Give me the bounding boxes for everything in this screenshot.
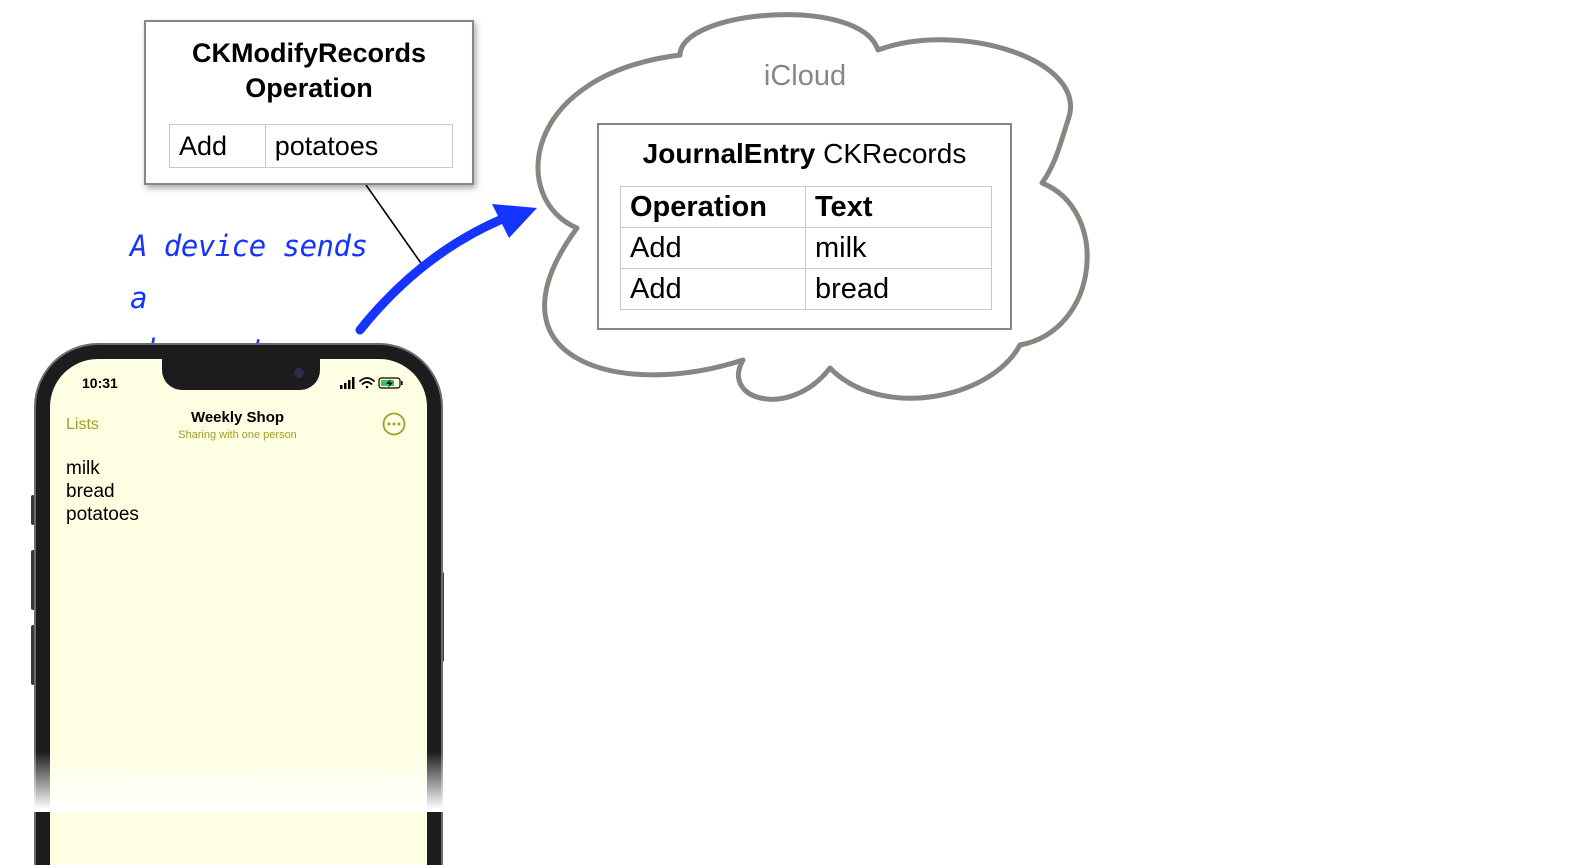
status-time: 10:31 <box>82 375 118 391</box>
signal-icon <box>340 377 355 389</box>
phone-side-button <box>31 495 35 525</box>
operation-cell: Add <box>169 124 266 168</box>
sharing-subtitle[interactable]: Sharing with one person <box>178 429 297 441</box>
battery-charging-icon <box>378 377 403 389</box>
operation-title-line1: CKModifyRecords <box>191 38 427 68</box>
modify-records-operation-box: CKModifyRecords Operation Add potatoes <box>144 20 474 185</box>
bottom-fade <box>0 752 460 812</box>
icloud-sync-diagram: CKModifyRecords Operation Add potatoes A… <box>0 12 1090 865</box>
sync-arrowhead <box>492 204 537 238</box>
text-cell: bread <box>805 268 992 310</box>
text-cell: milk <box>805 227 992 269</box>
ellipsis-circle-icon[interactable] <box>382 412 406 436</box>
operation-title-line2: Operation <box>245 73 373 103</box>
list-item[interactable]: bread <box>66 481 115 502</box>
phone-volume-up-button <box>31 550 35 610</box>
nav-back-link[interactable]: Lists <box>66 416 99 433</box>
operation-table: Add potatoes <box>169 124 454 168</box>
camera-icon <box>294 368 304 378</box>
list-item[interactable]: potatoes <box>66 504 139 525</box>
operation-box-title: CKModifyRecords Operation <box>146 36 472 106</box>
list-item[interactable]: milk <box>66 458 100 479</box>
connector-line <box>365 184 424 267</box>
records-title: JournalEntry CKRecords <box>599 138 1010 170</box>
wifi-icon <box>359 377 375 389</box>
table-header-row: Operation Text <box>620 186 992 228</box>
text-cell: potatoes <box>264 124 454 168</box>
cloud-label: iCloud <box>763 60 847 92</box>
annotation-line1: A device sends a <box>130 229 368 315</box>
operation-cell: Add <box>620 227 806 269</box>
table-row: Add bread <box>620 268 992 310</box>
records-title-suffix: CKRecords <box>815 138 967 169</box>
phone-notch <box>162 359 320 390</box>
phone-volume-down-button <box>31 625 35 685</box>
table-row: Add milk <box>620 227 992 269</box>
table-row: Add potatoes <box>169 124 454 168</box>
page-title: Weekly Shop <box>190 409 285 426</box>
status-icons <box>340 377 403 389</box>
header-operation: Operation <box>620 186 806 228</box>
records-table: Operation Text Add milk Add bread <box>620 186 992 310</box>
header-text: Text <box>805 186 992 228</box>
sync-arrow <box>355 215 505 335</box>
phone-power-button <box>440 572 444 662</box>
journal-entry-records-box: JournalEntry CKRecords Operation Text Ad… <box>597 123 1012 330</box>
records-title-type: JournalEntry <box>642 138 816 169</box>
shopping-list[interactable]: milk bread potatoes <box>66 457 139 526</box>
operation-cell: Add <box>620 268 806 310</box>
